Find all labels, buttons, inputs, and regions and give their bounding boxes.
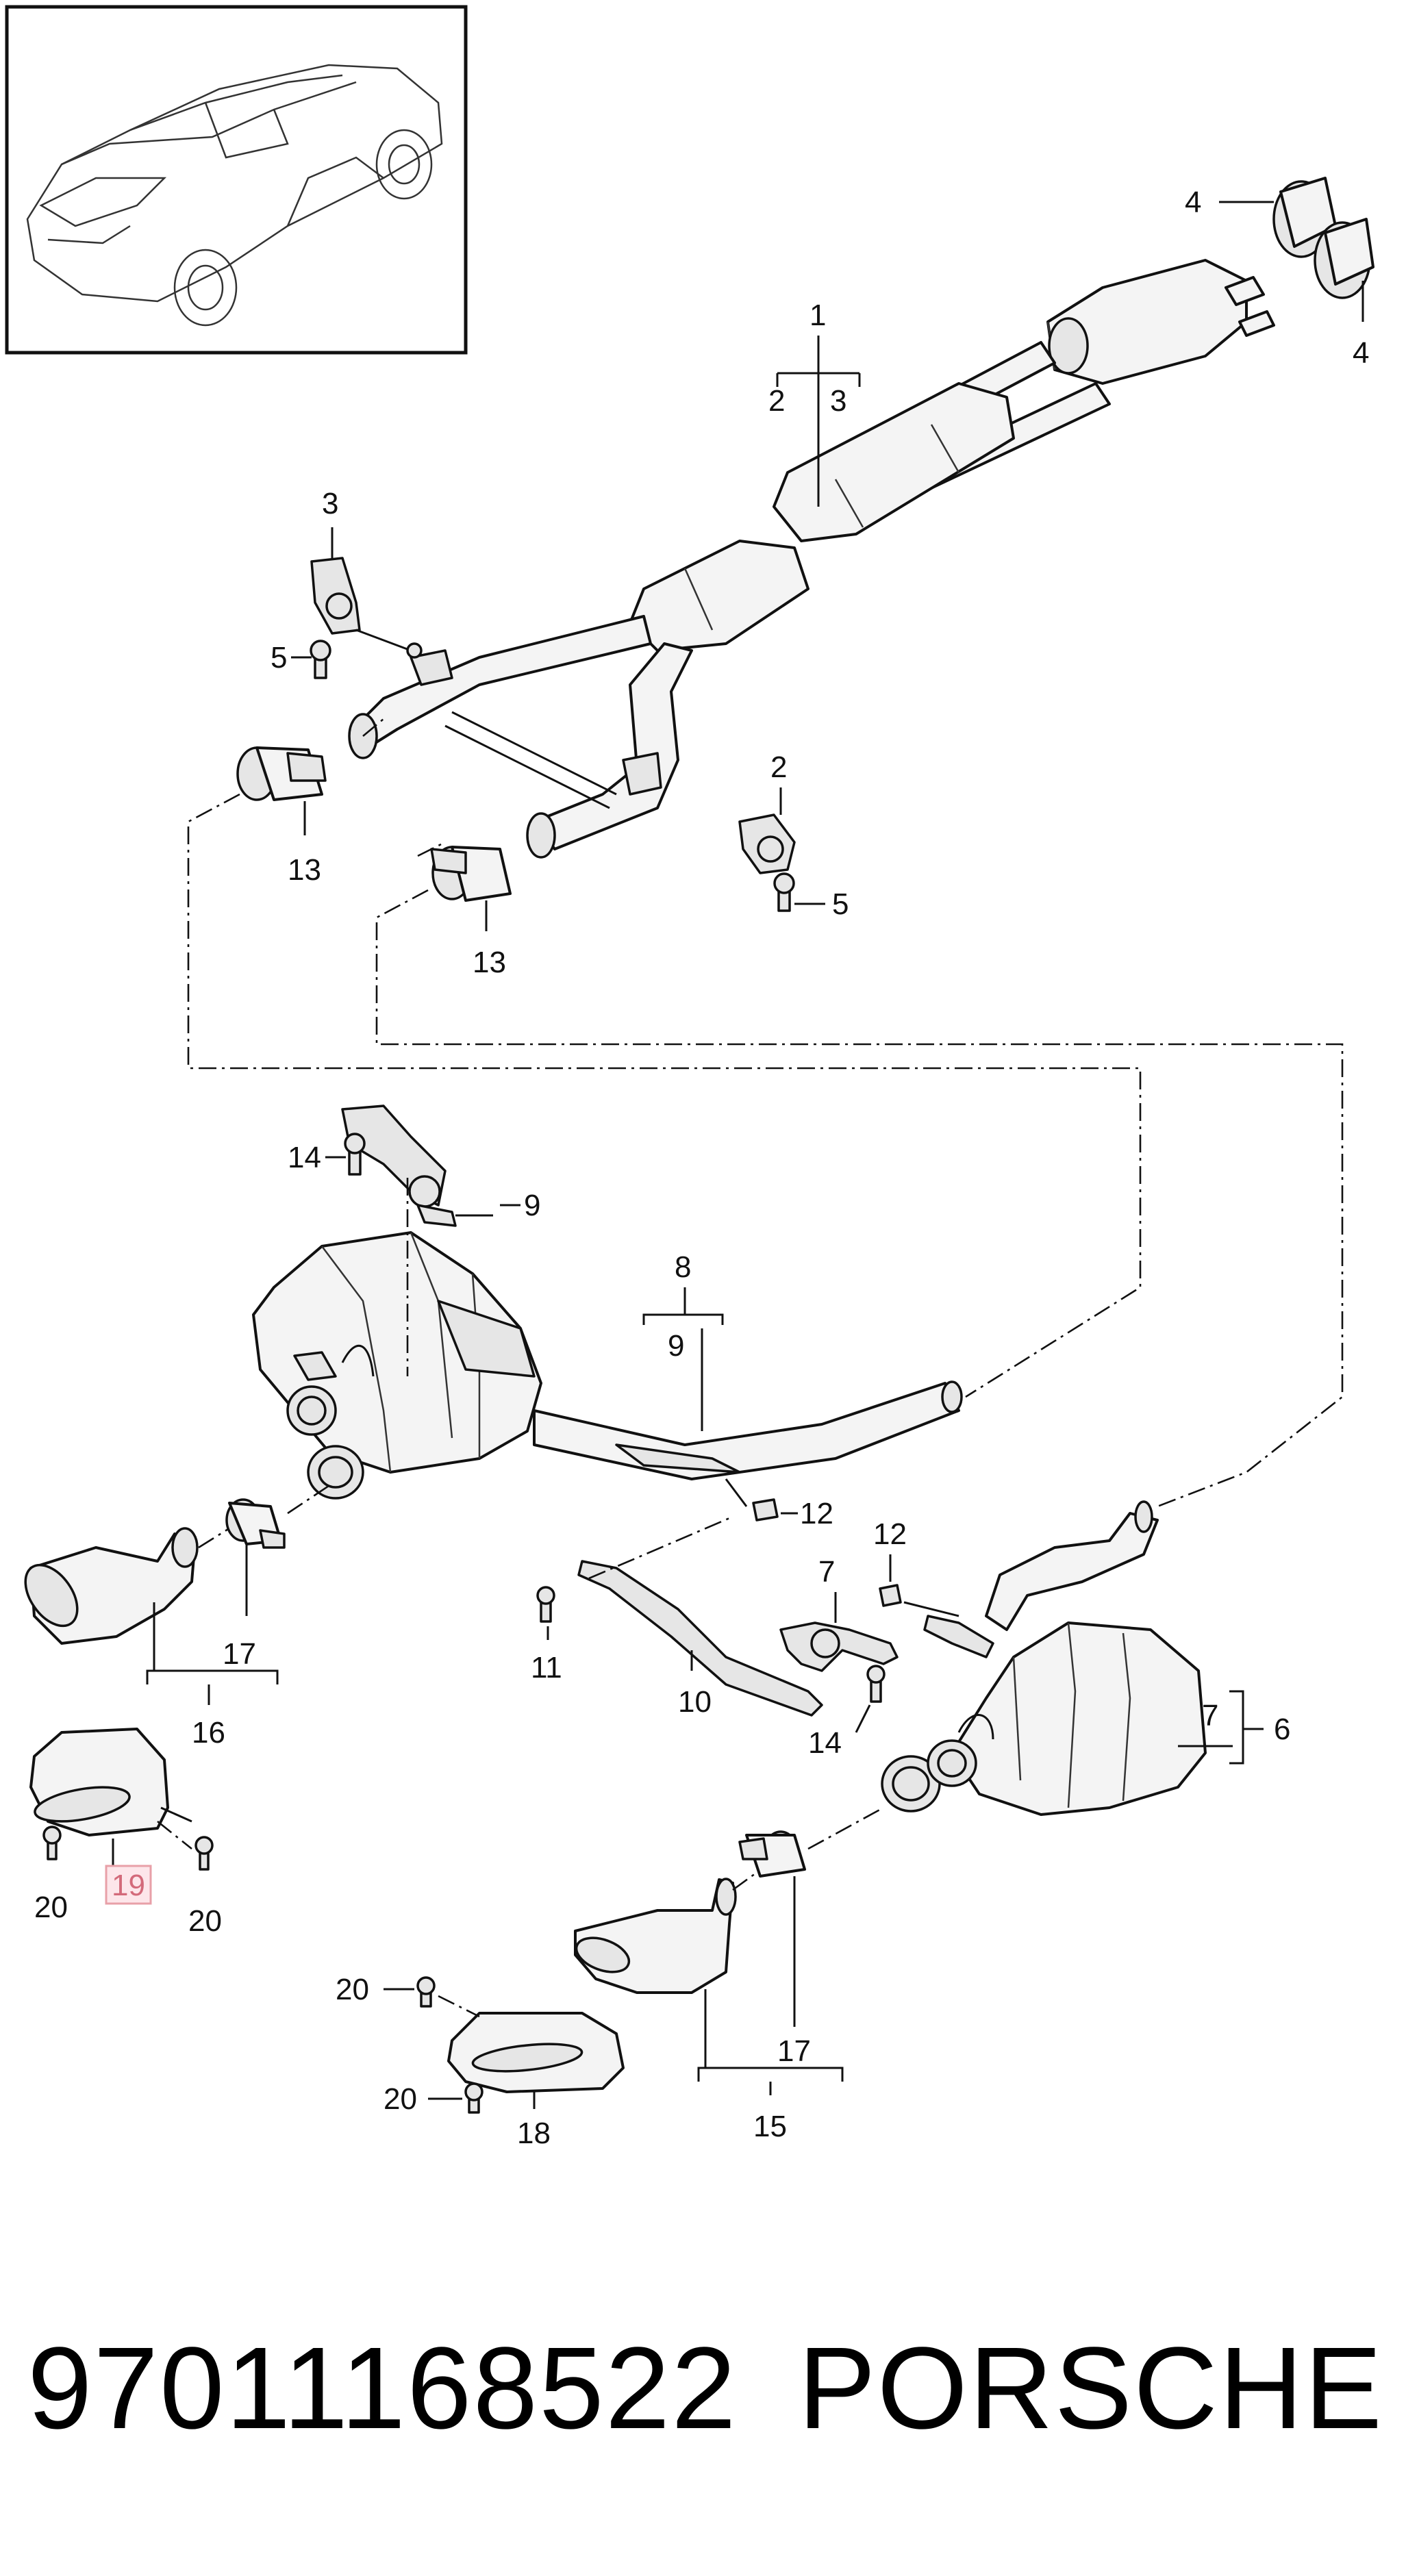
callout-18: 18 xyxy=(517,2117,551,2150)
callout-15: 15 xyxy=(753,2110,787,2143)
callout-13-left: 13 xyxy=(288,853,321,887)
callout-2-sub: 2 xyxy=(768,384,785,418)
callout-4-top: 4 xyxy=(1185,186,1201,219)
left-rear-muffler xyxy=(252,1231,963,1500)
callout-20-c: 20 xyxy=(336,1973,369,2006)
hanger-2-bolt-5: 2 5 xyxy=(738,750,849,921)
callout-5-top: 5 xyxy=(271,641,287,674)
clip-12-left: 12 xyxy=(725,1478,833,1530)
callout-12-left: 12 xyxy=(800,1497,833,1530)
callout-19-highlight xyxy=(105,1865,152,1905)
hanger-3-bolt-5: 3 5 xyxy=(271,487,423,679)
callout-12-right: 12 xyxy=(873,1517,907,1551)
right-rear-muffler xyxy=(881,1500,1207,1816)
callout-6: 6 xyxy=(1274,1713,1290,1746)
callout-20-a: 20 xyxy=(34,1891,68,1924)
callout-20-d: 20 xyxy=(384,2082,417,2116)
callout-group-8: 8 9 xyxy=(642,1250,724,1431)
hanger-7-bolt-14: 7 14 xyxy=(779,1555,899,1760)
bracket-10: 11 10 xyxy=(531,1515,823,1719)
tailpipe-trim-18: 20 20 18 xyxy=(336,1973,625,2150)
brand-name: PORSCHE xyxy=(798,2323,1383,2453)
callout-1: 1 xyxy=(809,299,826,332)
callout-13-right: 13 xyxy=(473,946,506,979)
clamps-13: 13 13 xyxy=(236,746,512,979)
pipe-clamps-4: 4 4 xyxy=(1185,177,1374,370)
assembly-leader-lines xyxy=(187,718,1344,1508)
callout-14-bottom: 14 xyxy=(808,1726,842,1760)
callout-7-right: 7 xyxy=(1202,1699,1218,1732)
callout-19: 19 xyxy=(112,1869,145,1902)
callout-9: 9 xyxy=(524,1189,540,1222)
callout-9-sub: 9 xyxy=(668,1329,684,1363)
vehicle-thumbnail xyxy=(5,5,468,355)
callout-group-1: 1 2 3 xyxy=(768,299,861,507)
callout-2: 2 xyxy=(770,750,787,784)
callout-4-bottom: 4 xyxy=(1353,336,1369,370)
callout-3: 3 xyxy=(322,487,338,520)
callout-20-b: 20 xyxy=(188,1904,222,1938)
tailpipe-trim-19: 19 20 20 xyxy=(29,1728,222,1938)
part-number: 97011168522 xyxy=(27,2323,738,2453)
callout-16: 16 xyxy=(192,1716,225,1750)
callout-5-bottom: 5 xyxy=(832,887,849,921)
callout-11: 11 xyxy=(531,1651,562,1684)
footer-caption: 97011168522 PORSCHE xyxy=(27,2321,1383,2458)
callout-7-left: 7 xyxy=(818,1555,835,1589)
callout-17-right: 17 xyxy=(777,2034,811,2068)
callout-14-top: 14 xyxy=(288,1141,321,1174)
callout-3-sub: 3 xyxy=(830,384,846,418)
callout-10: 10 xyxy=(678,1685,712,1719)
callout-17-left: 17 xyxy=(223,1637,256,1671)
left-tailpipe-16: 17 16 xyxy=(24,1485,329,1750)
hanger-bracket-9-14: 9 14 xyxy=(288,1104,540,1376)
front-silencer-assembly xyxy=(348,259,1275,859)
right-tailpipe-15: 17 15 xyxy=(574,1806,884,2143)
callout-group-6: 7 6 xyxy=(1178,1690,1290,1765)
callout-8: 8 xyxy=(675,1250,691,1284)
clip-12-right: 12 xyxy=(873,1517,959,1617)
